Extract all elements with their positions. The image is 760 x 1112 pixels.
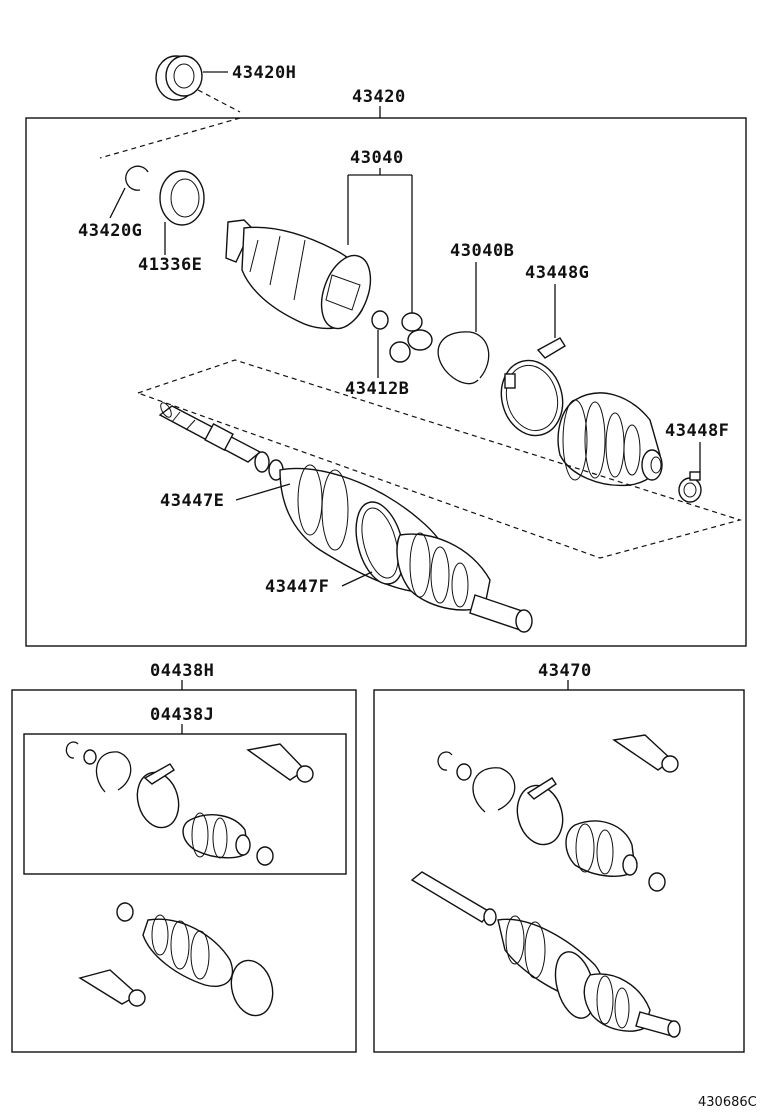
kit-box-04438h bbox=[11, 689, 357, 1053]
diagram-code: 430686C bbox=[698, 1095, 757, 1110]
drive-shaft-assembly bbox=[158, 402, 533, 633]
seal-43420h bbox=[155, 55, 203, 101]
boot-clamp-43448g bbox=[500, 337, 566, 437]
label-43447f: 43447F bbox=[265, 577, 329, 597]
label-43420g: 43420G bbox=[78, 221, 142, 241]
label-43420h: 43420H bbox=[232, 63, 296, 83]
label-43448f: 43448F bbox=[665, 421, 729, 441]
label-43448g: 43448G bbox=[525, 263, 589, 283]
label-43470: 43470 bbox=[538, 661, 592, 681]
label-43420: 43420 bbox=[352, 87, 406, 107]
snap-ring-43420g bbox=[125, 165, 149, 191]
kit-04438j-parts bbox=[65, 741, 314, 866]
snap-ring-43412b bbox=[371, 310, 389, 330]
kit-box-43470 bbox=[373, 689, 745, 1053]
label-43447e: 43447E bbox=[160, 491, 224, 511]
label-43412b: 43412B bbox=[345, 379, 409, 399]
outboard-boot bbox=[557, 392, 663, 487]
label-04438j: 04438J bbox=[150, 705, 214, 725]
label-43040b: 43040B bbox=[450, 241, 514, 261]
kit-04438h-parts bbox=[78, 902, 274, 1017]
kit-43470-parts bbox=[410, 734, 681, 1038]
ring-43040b bbox=[437, 331, 490, 385]
dust-seal-41336e bbox=[159, 170, 205, 226]
assembly-box-43420 bbox=[25, 117, 747, 647]
joint-housing-43040 bbox=[225, 219, 372, 330]
label-43040: 43040 bbox=[350, 148, 404, 168]
kit-box-04438j bbox=[23, 733, 347, 875]
label-04438h: 04438H bbox=[150, 661, 214, 681]
boot-clamp-43448f bbox=[678, 471, 702, 503]
tripod-joint bbox=[389, 312, 433, 363]
label-41336e: 41336E bbox=[138, 255, 202, 275]
